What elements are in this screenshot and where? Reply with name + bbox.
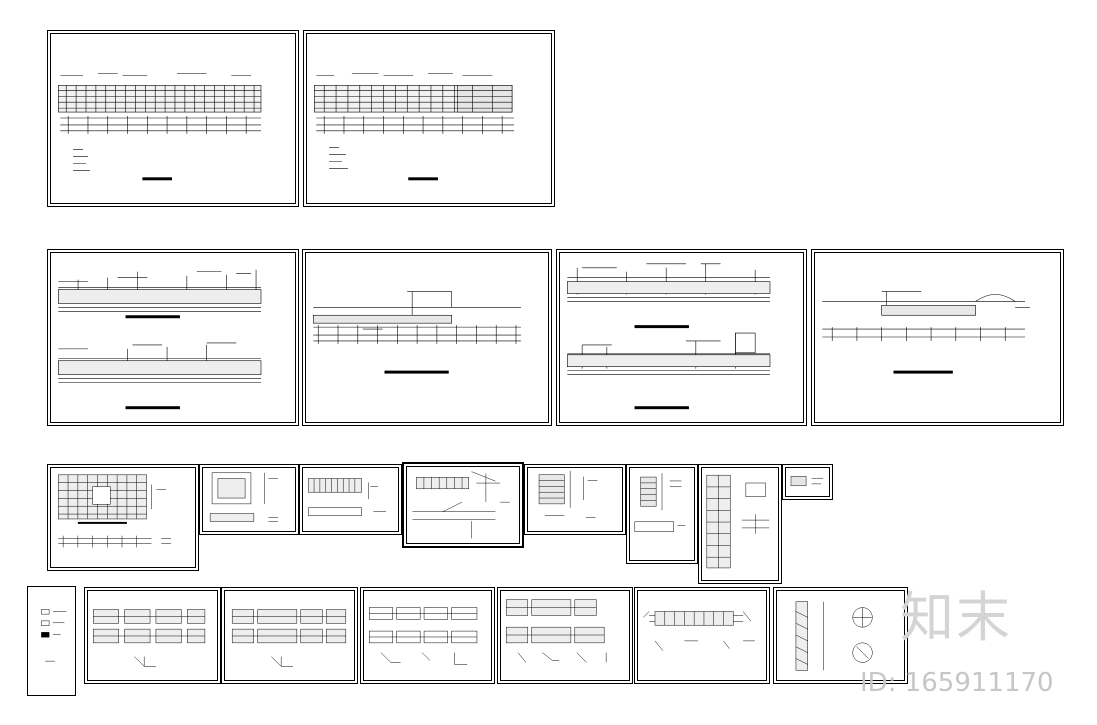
detail-drawing [412, 471, 510, 539]
drawing-sheet-15[interactable] [84, 587, 221, 684]
drawing-sheet-10[interactable] [402, 462, 524, 548]
detail-drawing [307, 478, 386, 516]
drawing-sheet-17[interactable] [360, 587, 495, 684]
detail-drawing [634, 473, 686, 532]
detail-drawing [643, 611, 755, 651]
drawing-sheet-12[interactable] [626, 464, 698, 564]
panel-layout-drawing [368, 607, 478, 665]
drawing-sheet-6[interactable] [811, 249, 1064, 426]
drawing-sheet-4[interactable] [302, 249, 552, 426]
drawing-sheet-19[interactable] [634, 587, 770, 684]
panel-layout-drawing [505, 599, 607, 663]
panel-layout-drawing [231, 609, 347, 667]
watermark: 知末 ID: 165911170 [860, 586, 1090, 708]
drawing-sheet-18[interactable] [497, 587, 633, 684]
floor-plan-drawing [57, 474, 172, 548]
drawing-sheet-1[interactable] [47, 30, 299, 207]
detail-drawing [795, 601, 873, 671]
drawing-sheet-20[interactable] [773, 587, 908, 684]
detail-drawing [706, 474, 770, 569]
drawing-sheet-14[interactable] [782, 464, 833, 500]
elevation-drawing [567, 263, 771, 410]
drawing-sheet-2[interactable] [303, 30, 555, 207]
drawing-sheet-16[interactable] [221, 587, 358, 684]
panel-layout-drawing [93, 609, 206, 667]
drawing-sheet-legend[interactable] [27, 586, 76, 696]
legend-drawing [41, 609, 67, 662]
drawing-sheet-8[interactable] [199, 464, 299, 535]
detail-drawing [790, 476, 824, 487]
watermark-id: ID: 165911170 [860, 668, 1054, 698]
drawing-sheet-7[interactable] [47, 464, 199, 571]
drawing-sheet-11[interactable] [524, 464, 626, 535]
drawing-sheet-13[interactable] [698, 464, 782, 584]
facade-elevation-drawing [314, 73, 515, 181]
drawing-sheet-5[interactable] [556, 249, 807, 426]
long-section-drawing [313, 291, 521, 374]
facade-elevation-drawing [58, 73, 262, 181]
detail-drawing [538, 470, 598, 518]
elevation-drawing [58, 269, 262, 410]
section-drawing [822, 291, 1030, 374]
watermark-logo: 知末 [900, 586, 1012, 649]
drawing-sheet-3[interactable] [47, 249, 299, 426]
detail-drawing [209, 472, 279, 522]
drawing-sheet-9[interactable] [299, 464, 402, 535]
